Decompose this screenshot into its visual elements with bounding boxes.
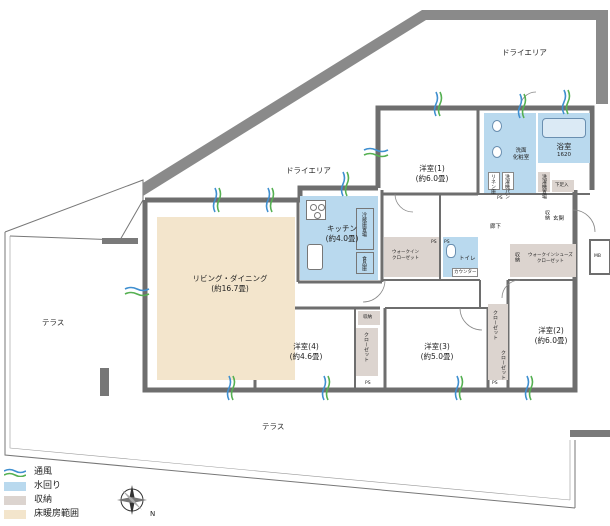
- legend-label: 収納: [34, 495, 53, 505]
- ventilation-wave-icon: [524, 375, 534, 401]
- ventilation-wave-icon: [226, 375, 236, 401]
- legend-label: 水回り: [34, 481, 62, 491]
- bedroom2-size: (約6.0畳): [534, 336, 568, 345]
- ventilation-wave-icon: [321, 375, 331, 401]
- ventilation-wave-icon: [124, 286, 150, 297]
- dry-area-north-label: ドライエリア: [502, 48, 547, 57]
- legend-swatch-floor-heating: [4, 510, 26, 519]
- walkin-shoes-label: ウォークインシューズ クローゼット: [528, 253, 573, 264]
- bedroom3-size: (約5.0畳): [420, 352, 454, 361]
- legend-label: 床暖房範囲: [34, 509, 80, 519]
- bedroom1-name: 洋室(1): [419, 164, 445, 173]
- bathtub-icon: [542, 118, 586, 138]
- compass-rose-icon: N: [112, 482, 160, 522]
- bedroom2-label: 洋室(2) (約6.0畳): [531, 326, 571, 346]
- living-dining-floor: [157, 217, 295, 380]
- living-dining-size: (約16.7畳): [211, 284, 249, 293]
- washbasin-icon: [492, 146, 502, 158]
- closet-label-bedroom3: クローゼット: [492, 310, 498, 340]
- ventilation-wave-icon: [433, 91, 443, 117]
- terrace-south-label: テラス: [262, 422, 285, 431]
- bedroom3-label: 洋室(3) (約5.0畳): [417, 342, 457, 362]
- shoe-box-label: 下足入: [555, 183, 569, 188]
- legend-label: 通風: [34, 467, 53, 477]
- dry-area-mid-label: ドライエリア: [286, 166, 331, 175]
- storage-label: 収納: [363, 315, 372, 320]
- kitchen-label: キッチン (約4.0畳): [322, 224, 362, 244]
- fridge-space: [356, 208, 374, 250]
- bedroom2-name: 洋室(2): [538, 326, 564, 335]
- ventilation-wave-icon: [212, 187, 222, 213]
- storage-bedroom4: [358, 311, 380, 325]
- ps-label-kitchen: PS: [365, 381, 371, 386]
- bathroom-name: 浴室: [556, 142, 572, 151]
- laundry-label: 洗濯機置場: [541, 174, 547, 199]
- compass-north-label: N: [150, 510, 156, 518]
- bedroom4-name: 洋室(4): [293, 342, 319, 351]
- ventilation-wave-icon: [265, 187, 275, 213]
- ps-label-hall: PS: [497, 196, 503, 201]
- hallway-label: 廊下: [490, 224, 502, 230]
- bedroom4-size: (約4.6畳): [289, 352, 323, 361]
- ps-label-toilet: PS: [444, 240, 450, 245]
- sink-icon: [307, 244, 323, 270]
- linen-label: リネン庫: [490, 174, 496, 194]
- closet-bedroom4: [356, 328, 378, 376]
- washbasin-icon: [492, 120, 502, 132]
- entrance-storage-label: 収納: [544, 210, 550, 220]
- bedroom4-label: 洋室(4) (約4.6畳): [286, 342, 326, 362]
- counter-label: カウンター: [454, 270, 477, 275]
- food-storage-label: 食品庫: [361, 256, 367, 271]
- bathroom-label: 浴室 1620: [547, 142, 581, 159]
- ps-label-bedroom3: PS: [492, 381, 498, 386]
- washer-pan-label: 洗濯機パン: [504, 174, 510, 199]
- shoe-box: [552, 180, 574, 192]
- terrace-west-label: テラス: [42, 318, 65, 327]
- ventilation-wave-icon: [454, 375, 464, 401]
- mb-label: MB: [594, 254, 601, 259]
- walkin-closet-label: ウォークイン クローゼット: [392, 250, 419, 261]
- entrance-label: 玄関: [553, 216, 565, 222]
- kitchen-name: キッチン: [327, 224, 357, 233]
- walkin-closet-floor: [384, 237, 439, 277]
- washer-box: [502, 172, 514, 190]
- food-storage: [356, 252, 374, 274]
- living-dining-name: リビング・ダイニング: [192, 274, 268, 283]
- linen-box: [488, 172, 500, 190]
- toilet-label: トイレ: [459, 256, 476, 262]
- bathroom-size: 1620: [557, 152, 571, 158]
- bedroom3-name: 洋室(3): [424, 342, 450, 351]
- ventilation-wave-icon: [561, 89, 571, 115]
- closet-bedroom3-2: [488, 304, 508, 380]
- ventilation-wave-icon: [340, 171, 350, 197]
- kitchen-size: (約4.0畳): [325, 234, 359, 243]
- closet-label-bedroom2: クローゼット: [500, 350, 506, 380]
- ventilation-wave-icon: [363, 147, 389, 158]
- legend-swatch-storage: [4, 496, 26, 505]
- bedroom1-label: 洋室(1) (約6.0畳): [412, 164, 452, 184]
- bedroom1-size: (約6.0畳): [415, 174, 449, 183]
- linen-storage: [538, 172, 550, 192]
- walkin-storage-label: 収納: [514, 252, 520, 262]
- ventilation-wave-icon: [4, 468, 26, 477]
- ps-label-walkin: PS: [431, 240, 437, 245]
- ventilation-wave-icon: [517, 93, 527, 119]
- legend-ventilation: 通風: [4, 466, 114, 479]
- fridge-label: 冷蔵庫置場: [361, 212, 367, 237]
- closet-label-bedroom4: クローゼット: [363, 332, 369, 362]
- toilet-icon: [446, 244, 456, 258]
- washroom-label: 洗面 化粧室: [512, 148, 530, 161]
- legend-swatch-water: [4, 482, 26, 491]
- stove-icon: [306, 200, 326, 220]
- living-dining-label: リビング・ダイニング (約16.7畳): [190, 274, 270, 294]
- legend-storage: 収納: [4, 494, 114, 507]
- legend-floor-heating: 床暖房範囲: [4, 508, 114, 521]
- legend-water: 水回り: [4, 480, 114, 493]
- walkin-shoes-floor: [510, 244, 576, 277]
- counter: [452, 268, 478, 277]
